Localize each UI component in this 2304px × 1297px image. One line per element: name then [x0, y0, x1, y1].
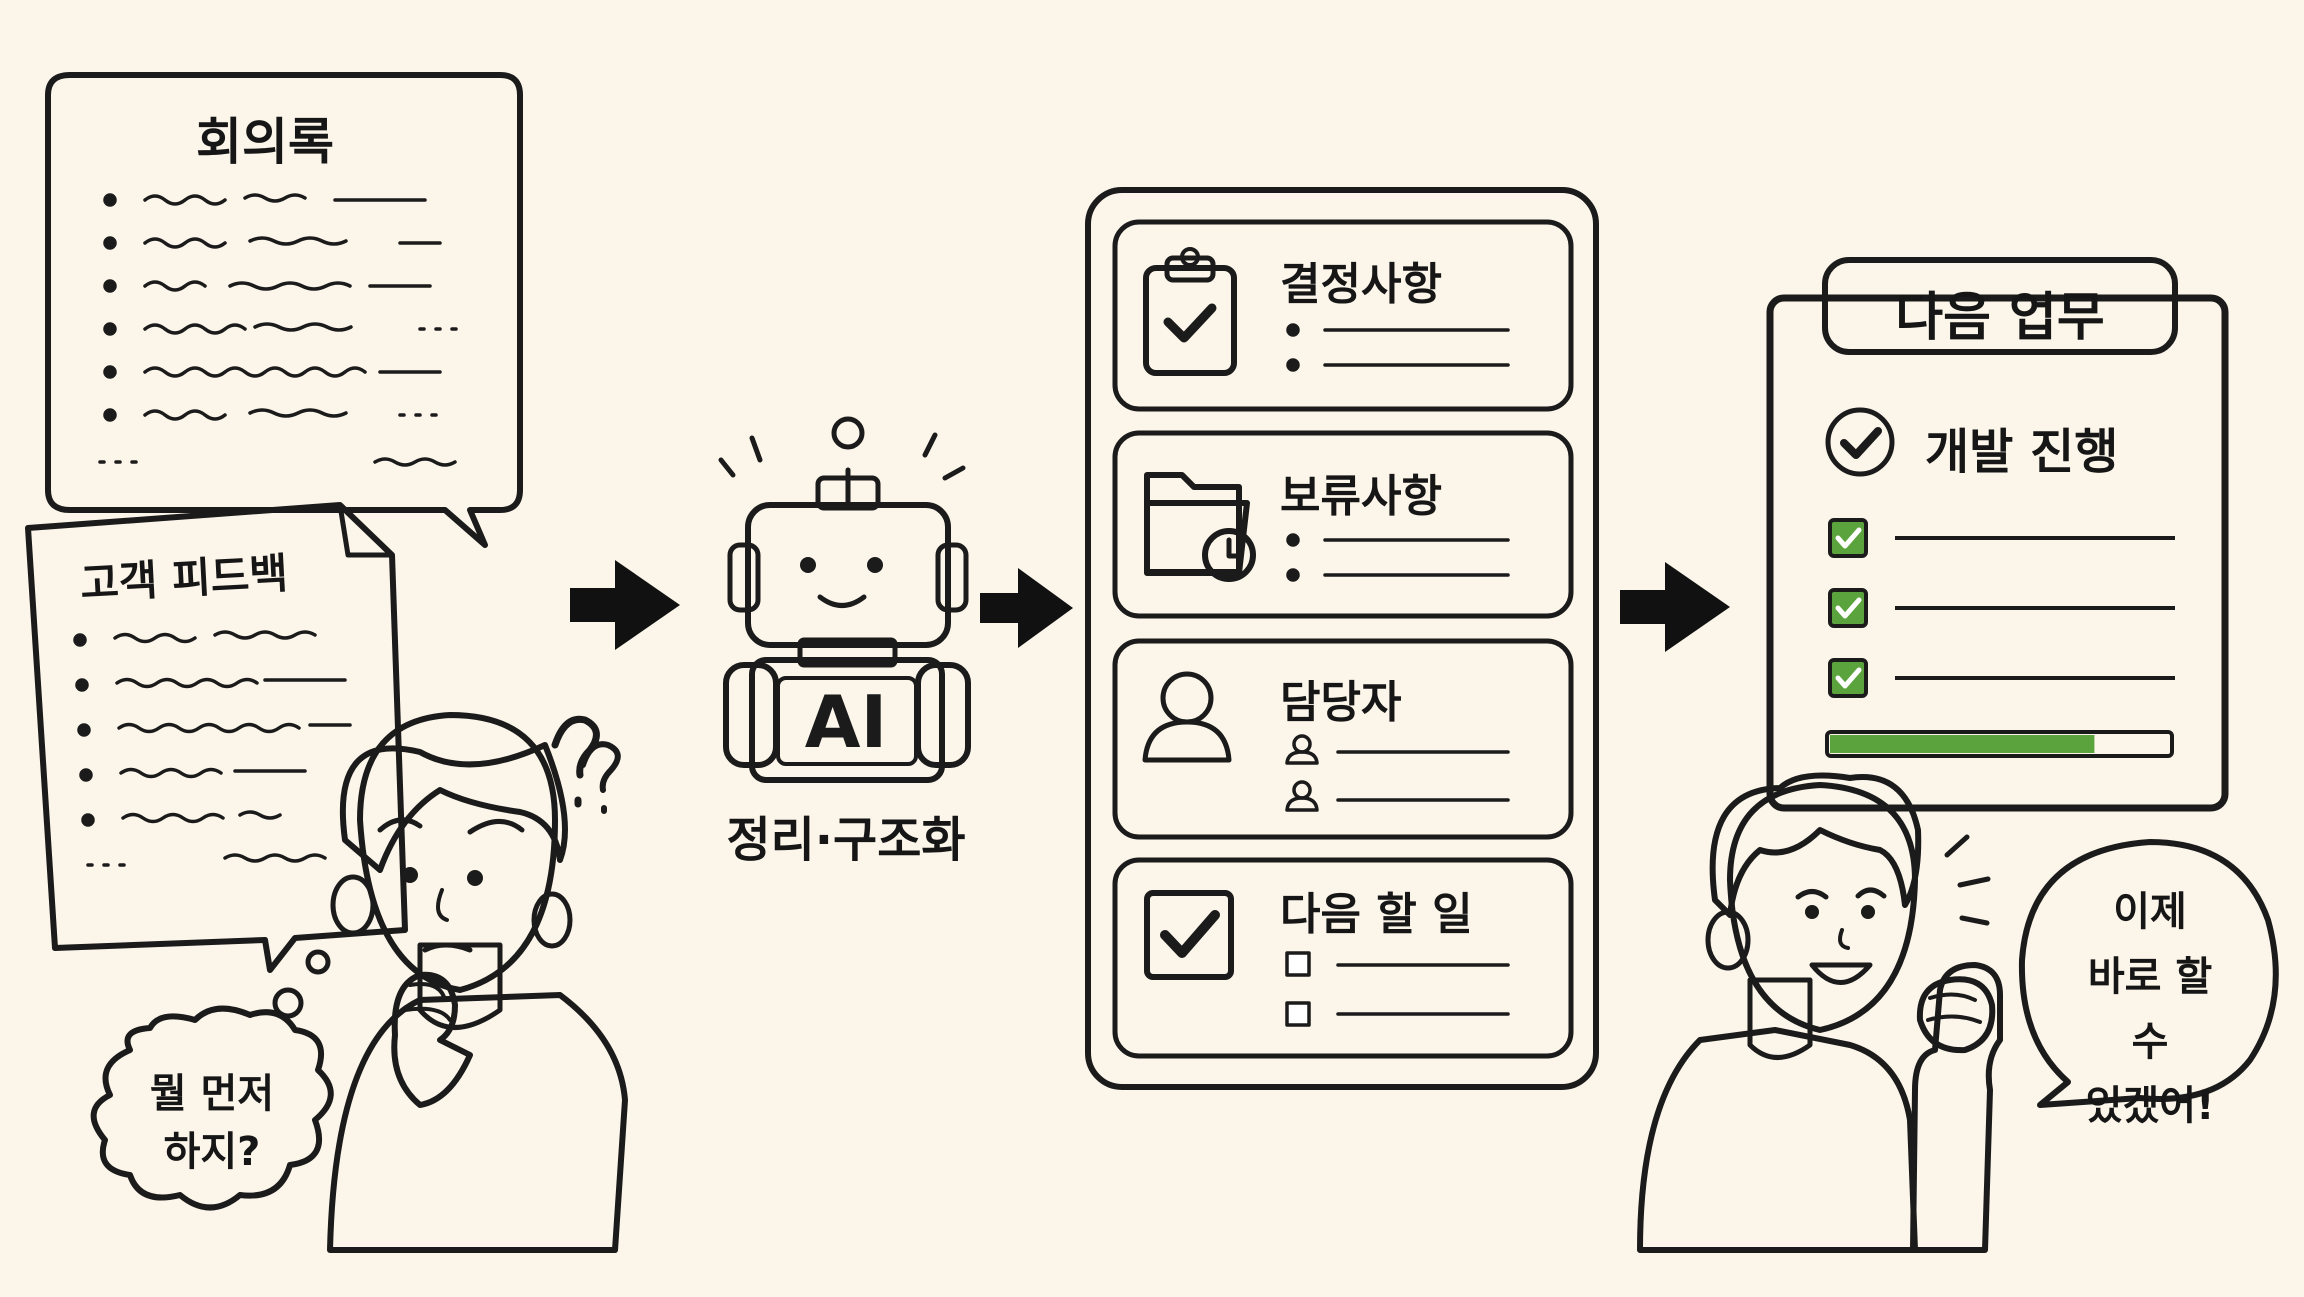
- assignee-icons: [1285, 734, 1510, 812]
- happy-speech-text: 이제 바로 할 수 있겠어!: [2073, 880, 2227, 1139]
- card-todo-lines: [1285, 951, 1510, 1027]
- check-mark-icon: [1835, 667, 1862, 689]
- happy-line-2: 바로 할 수: [2087, 953, 2213, 1065]
- meeting-notes-title: 회의록: [196, 113, 334, 171]
- happy-person: [1637, 772, 2003, 1253]
- person-icon: [1142, 671, 1232, 763]
- customer-feedback-title: 고객 피드백: [79, 548, 290, 609]
- task-checkbox-icon: [1828, 658, 1868, 698]
- customer-feedback-page: [25, 502, 408, 973]
- next-task-header: 다음 업무: [1895, 288, 2105, 348]
- thought-text: 뭘 먼저 하지?: [150, 1065, 274, 1181]
- organized-panel: [1085, 187, 1599, 1090]
- next-task-board: [1766, 257, 2229, 812]
- task-checkbox-icon: [1828, 518, 1868, 558]
- arrow-icon: [570, 560, 680, 650]
- arrow-icon: [1620, 562, 1730, 652]
- arrow-icon: [980, 568, 1073, 648]
- progress-fill: [1830, 735, 2095, 753]
- card-pending-lines: [1286, 533, 1510, 582]
- card-decisions-lines: [1286, 323, 1510, 372]
- check-mark-icon: [1835, 527, 1862, 549]
- checked-items: [1828, 518, 2175, 698]
- thought-bubble: [90, 949, 334, 1211]
- card-title-decisions: 결정사항: [1280, 259, 1442, 310]
- happy-line-1: 이제: [2113, 889, 2187, 935]
- card-title-pending: 보류사항: [1280, 471, 1442, 522]
- thought-line-2: 하지?: [163, 1129, 261, 1175]
- check-mark-icon: [1835, 597, 1862, 619]
- next-task-title: 개발 진행: [1925, 424, 2119, 480]
- happy-speech-bubble: [2018, 839, 2279, 1108]
- progress-bar: [1825, 730, 2174, 758]
- meeting-notes-bubble: [45, 72, 523, 548]
- confused-person: [327, 712, 628, 1253]
- card-title-next-todo: 다음 할 일: [1280, 889, 1473, 940]
- clipboard-check-icon: [1143, 247, 1237, 376]
- folder-clock-icon: [1144, 472, 1256, 582]
- green-checkbox-icon: [1144, 890, 1234, 980]
- customer-feedback-lines: [73, 630, 352, 867]
- robot-ai-badge: AI: [804, 680, 888, 764]
- robot-icon: [718, 416, 971, 783]
- happy-line-3: 있겠어!: [2085, 1083, 2215, 1130]
- robot-caption: 정리·구조화: [726, 812, 966, 868]
- task-checkbox-icon: [1828, 588, 1868, 628]
- thought-line-1: 뭘 먼저: [149, 1071, 275, 1117]
- card-title-assignee: 담당자: [1280, 677, 1402, 728]
- meeting-notes-lines: [98, 193, 458, 467]
